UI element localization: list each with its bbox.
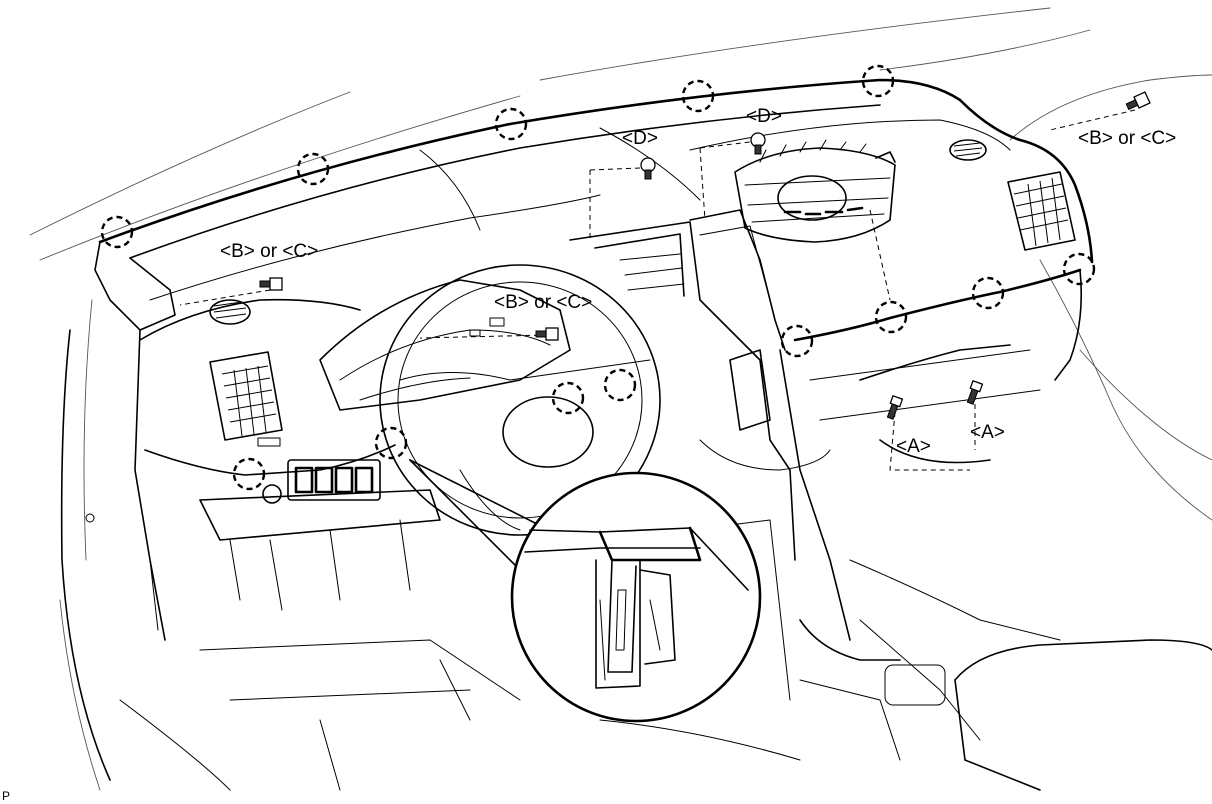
passenger-airbag-module — [734, 139, 896, 243]
bolt-bc-left-icon — [259, 277, 283, 291]
bolt-bc-center-icon — [535, 327, 559, 341]
bolt-d-right-icon — [750, 132, 766, 155]
callout-a-left: <A> — [896, 436, 931, 457]
instrument-panel-top — [94, 78, 1094, 641]
callout-bc-upper-right: <B> or <C> — [1078, 128, 1176, 149]
floor-and-seat — [119, 559, 1212, 791]
callout-d-left: <D> — [622, 128, 658, 149]
clip-marker — [681, 79, 715, 113]
clip-marker — [494, 107, 528, 141]
bolts — [259, 91, 1151, 420]
clip-marker — [296, 152, 330, 186]
switch-panel — [199, 459, 441, 611]
leader-lines — [179, 109, 1136, 471]
callout-bc-left: <B> or <C> — [220, 241, 318, 262]
clip-marker — [1062, 252, 1096, 286]
clip-marker — [780, 324, 814, 358]
center-console-frame — [569, 209, 1041, 701]
bolt-a-right-icon — [966, 379, 984, 405]
clip-markers — [100, 64, 1096, 491]
clip-marker — [603, 368, 637, 402]
callout-a-right: <A> — [970, 422, 1005, 443]
bolt-d-left-icon — [640, 157, 656, 180]
clip-marker — [861, 64, 895, 98]
figure-code: P — [2, 789, 10, 803]
clip-marker — [232, 457, 266, 491]
clip-marker — [100, 215, 134, 249]
callout-d-right: <D> — [746, 106, 782, 127]
clip-detail-inset — [409, 459, 762, 723]
left-air-vent — [209, 351, 283, 447]
right-air-vent — [1007, 171, 1076, 251]
clip-marker — [374, 426, 408, 460]
bolt-bc-upper-right-icon — [1125, 91, 1151, 111]
speaker-grilles — [209, 139, 987, 325]
clip-marker — [551, 381, 585, 415]
bolt-a-left-icon — [886, 394, 904, 420]
door-pin-icon — [85, 513, 95, 523]
steering-wheel — [379, 264, 661, 536]
clip-marker — [874, 300, 908, 334]
clip-marker — [971, 276, 1005, 310]
callout-labels: <D> <D> <B> or <C> <B> or <C> <B> or <C>… — [2, 106, 1176, 803]
steering-column — [319, 279, 571, 411]
callout-bc-center: <B> or <C> — [494, 292, 592, 313]
